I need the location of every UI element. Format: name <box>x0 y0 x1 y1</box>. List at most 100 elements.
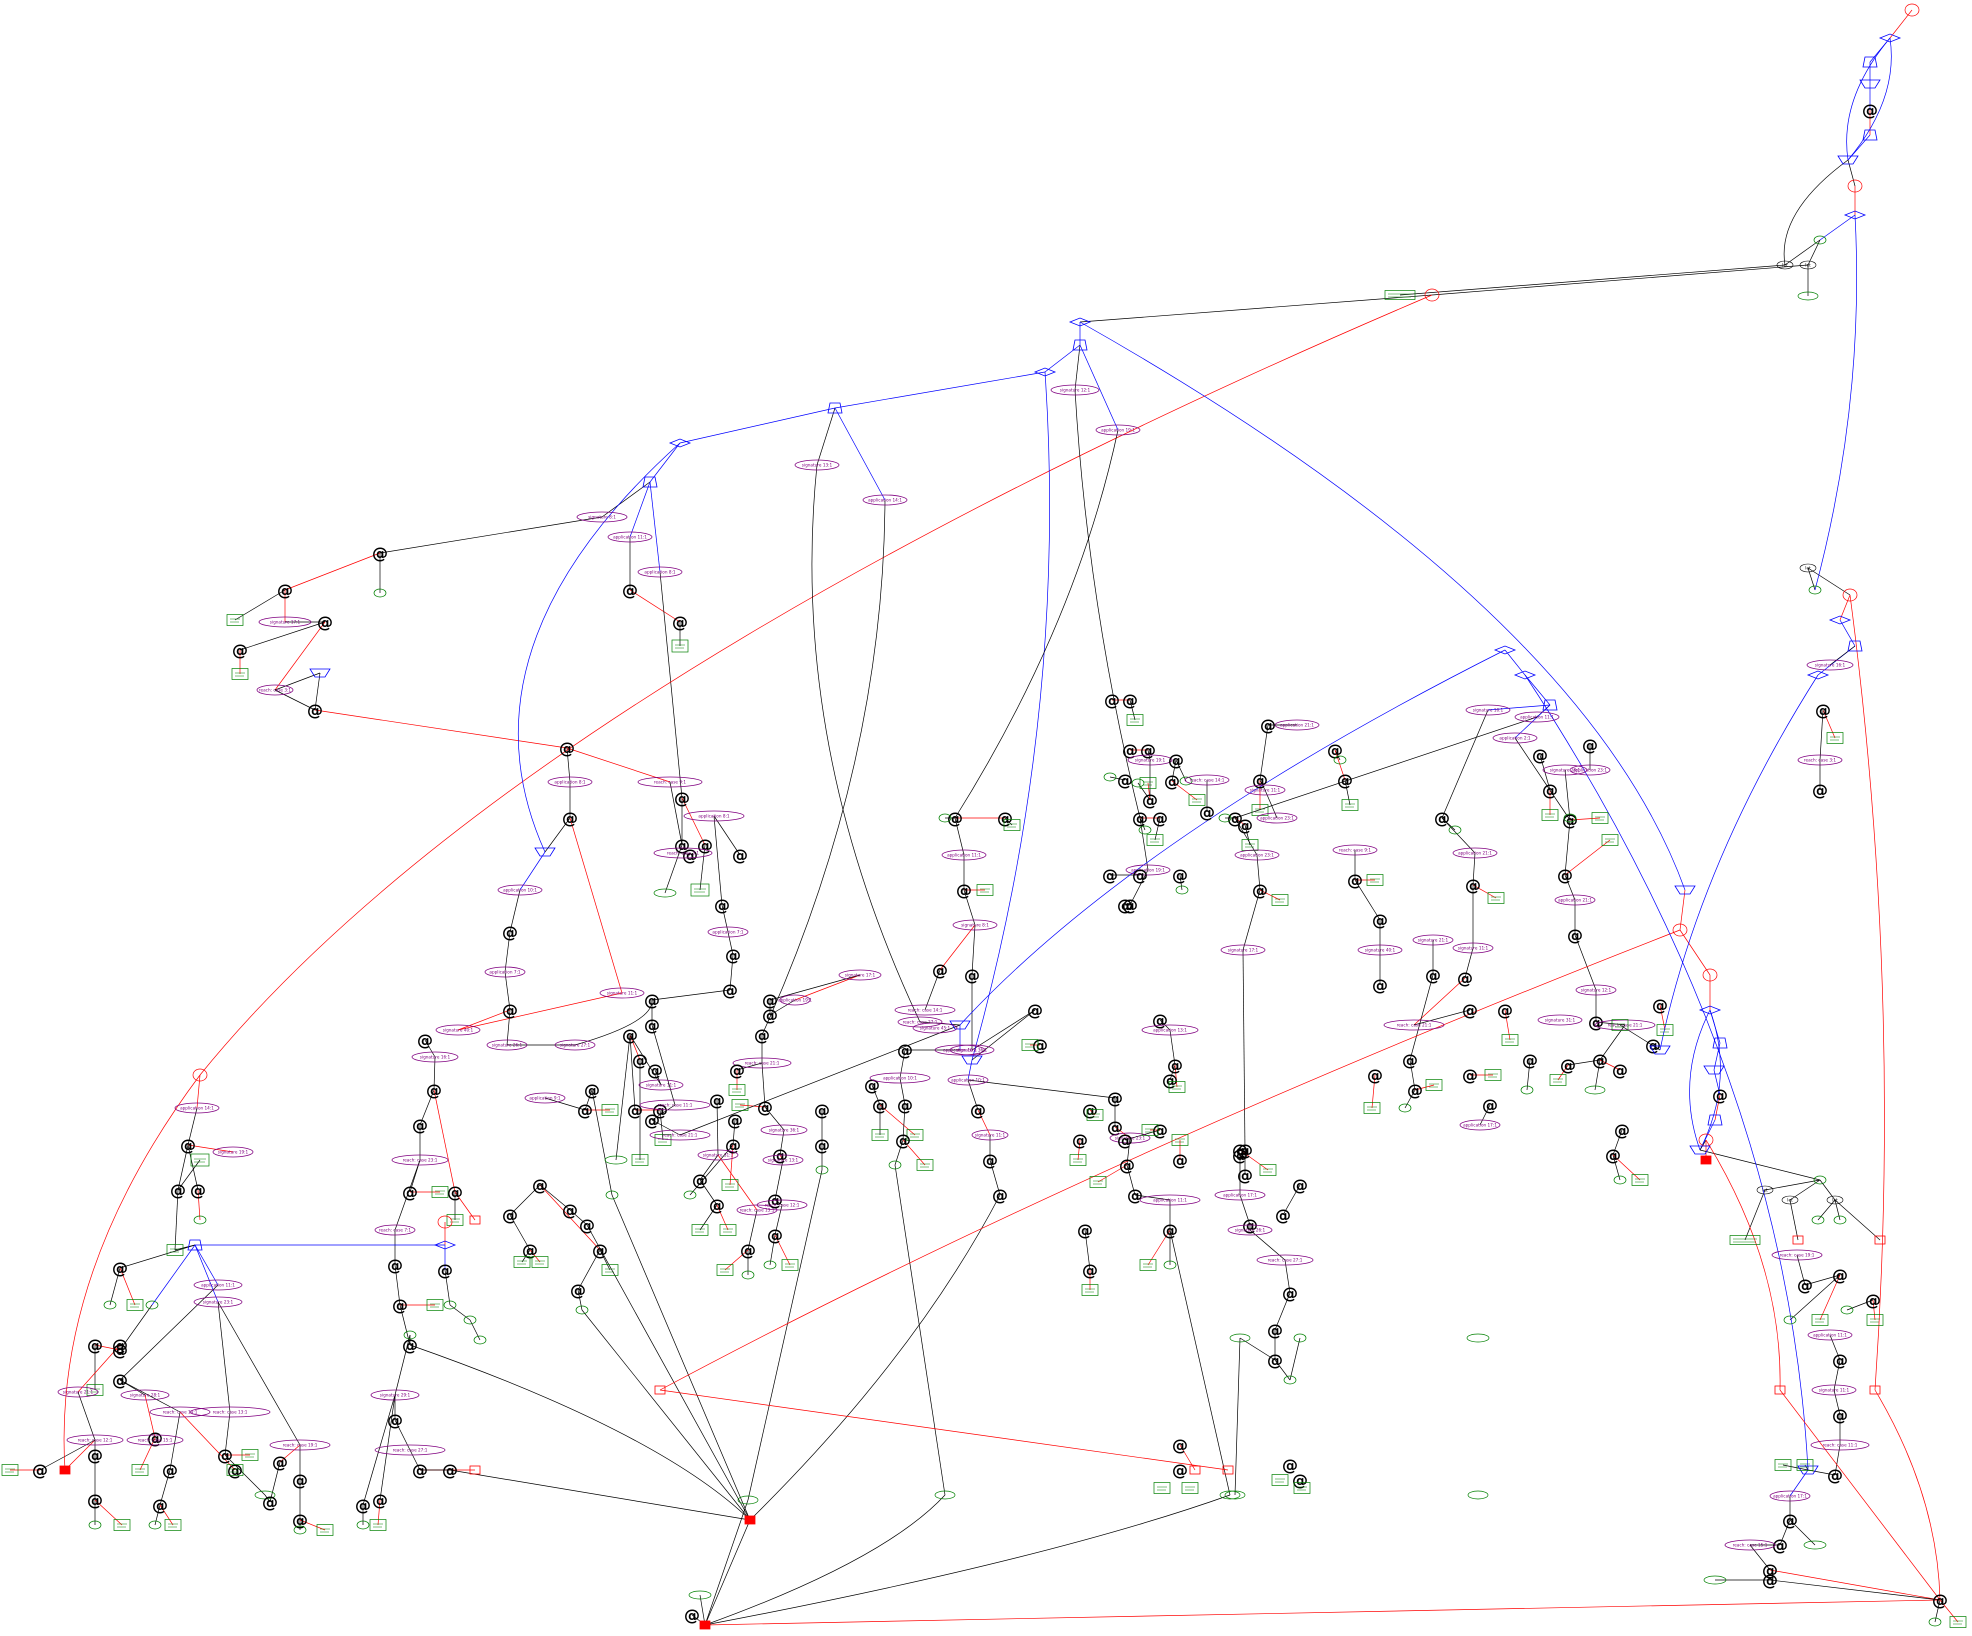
application-node <box>1492 732 1538 744</box>
green-leaf-node <box>403 1330 417 1340</box>
green-box-node <box>1866 1314 1884 1326</box>
application-node <box>949 1044 995 1056</box>
graph-edge <box>284 552 381 591</box>
graph-edge <box>197 1189 201 1221</box>
apply-node: @ <box>190 1181 206 1200</box>
graph-edge <box>574 999 653 1046</box>
graph-edge <box>1819 214 1856 241</box>
graph-edge <box>1659 674 1819 1051</box>
graph-edge <box>419 1089 435 1126</box>
graph-edge <box>379 1394 396 1501</box>
application-label: application 11:1 <box>947 853 981 858</box>
application-node <box>1227 1224 1273 1236</box>
graph-edge <box>1833 1359 1841 1391</box>
graph-edge <box>1594 1059 1601 1091</box>
graph-edge <box>834 407 886 501</box>
graph-edge <box>1234 1337 1241 1496</box>
graph-edge <box>629 589 681 623</box>
graph-edge <box>764 1106 785 1131</box>
graph-edge <box>1779 1519 1791 1546</box>
graph-edge <box>1239 1194 1251 1226</box>
graph-edge <box>967 1079 979 1111</box>
let-label: let <box>1762 1188 1768 1193</box>
graph-edge <box>747 1169 823 1501</box>
graph-edge <box>1179 874 1183 891</box>
graph-edge <box>449 1469 751 1521</box>
graph-edge <box>1234 817 1258 856</box>
graph-edge <box>615 1034 631 1161</box>
application-node <box>971 1129 1009 1141</box>
graph-edge <box>187 1144 234 1153</box>
green-box-node <box>1081 1284 1099 1296</box>
apply-node: @ <box>1402 1051 1418 1070</box>
graph-edge <box>747 1209 758 1251</box>
apply-node: @ <box>997 809 1013 828</box>
apply-node: @ <box>725 946 741 965</box>
red-box-node <box>59 1465 71 1475</box>
green-box-node <box>166 1244 184 1256</box>
green-leaf-node <box>1813 235 1827 245</box>
application-node <box>1769 1490 1811 1502</box>
apply-node: @ <box>727 1111 743 1130</box>
apply-node: @ <box>1560 1056 1576 1075</box>
green-leaf-node <box>1175 885 1189 895</box>
apply-node: @ <box>1282 1284 1298 1303</box>
graph-edge <box>457 992 623 1031</box>
green-box-node <box>721 1179 739 1191</box>
application-label: signature 45:1 <box>920 1026 951 1031</box>
application-node <box>1811 1384 1857 1396</box>
graph-edge <box>1834 1444 1841 1476</box>
apply-node: @ <box>709 1091 725 1110</box>
application-label: reach: case 27:1 <box>393 1448 428 1453</box>
green-box-node <box>231 668 249 680</box>
graph-edge <box>1834 1199 1841 1221</box>
graph-edge <box>1169 1229 1231 1496</box>
apply-node: @ <box>1462 1001 1478 1020</box>
graph-edge <box>1282 1184 1301 1216</box>
graph-edge <box>63 1074 201 1471</box>
green-box-node <box>1139 777 1157 789</box>
graph-edge <box>394 1264 401 1306</box>
graph-edge <box>902 1139 926 1166</box>
let-label: let <box>1787 1198 1793 1203</box>
application-label: application 21:1 <box>1558 898 1592 903</box>
application-label: signature 21:1 <box>1418 938 1449 943</box>
green-box-node <box>1487 892 1505 904</box>
graph-edge <box>1874 1389 1941 1601</box>
application-node <box>599 987 645 999</box>
graph-edge <box>274 672 321 691</box>
apply-node: @ <box>652 1101 668 1120</box>
graph-edge <box>584 1089 593 1111</box>
green-leaf-node <box>1520 1085 1534 1095</box>
graph-edge <box>314 672 321 711</box>
apply-node: @ <box>1132 809 1148 828</box>
apply-node: @ <box>1152 1121 1168 1140</box>
green-box-node <box>1171 1134 1189 1146</box>
graph-edge <box>682 852 691 856</box>
apply-node: @ <box>170 1181 186 1200</box>
graph-edge <box>749 1194 1001 1521</box>
apply-node: @ <box>1172 1436 1188 1455</box>
graph-edge <box>539 1184 601 1251</box>
apply-node: @ <box>1117 896 1133 915</box>
graph-edge <box>713 815 741 856</box>
graph-edge <box>187 1107 198 1146</box>
apply-node: @ <box>1237 816 1253 835</box>
graph-edge <box>1744 1189 1766 1241</box>
graph-edge <box>1829 645 1856 666</box>
graph-edge <box>629 1034 641 1061</box>
graph-edge <box>651 989 731 1001</box>
apply-node: @ <box>1082 1101 1098 1120</box>
graph-edge <box>1089 1109 1096 1116</box>
application-label: application 21:1 <box>1458 851 1492 856</box>
application-label: application 19:1 <box>1101 428 1135 433</box>
blue-lambda-node <box>1712 1037 1728 1049</box>
graph-edge <box>77 1391 96 1441</box>
application-label: signature 11:1 <box>1819 1388 1850 1393</box>
graph-edge <box>1814 214 1857 591</box>
graph-edge <box>1079 294 1433 323</box>
green-box-node <box>513 1256 531 1268</box>
graph-edge <box>517 442 681 853</box>
green-box-node <box>190 1153 210 1167</box>
application-node <box>894 1004 956 1016</box>
